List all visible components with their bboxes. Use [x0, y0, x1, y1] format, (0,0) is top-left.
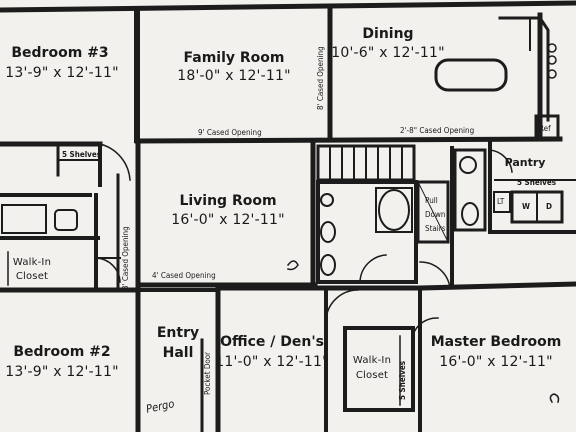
bedroom3-name: Bedroom #3 — [11, 45, 109, 61]
entry-hall-name-line2: Hall — [162, 345, 194, 361]
pull-down-stairs-2: Down — [425, 210, 446, 219]
dining-dims: 10'-6" x 12'-11" — [331, 45, 445, 61]
family-room-dims: 18'-0" x 12'-11" — [177, 68, 291, 84]
pocket-door-note: Pocket Door — [203, 351, 212, 395]
living-room-name: Living Room — [179, 193, 277, 209]
walkin-left-line1: Walk-In — [12, 257, 52, 268]
office-dims: 11'-0" x 12'-11" — [215, 354, 329, 370]
cased-opening-8: 8' Cased Opening — [316, 46, 325, 110]
walkin-mid-line2: Closet — [355, 370, 389, 381]
family-room-name: Family Room — [183, 50, 285, 66]
cased-opening-4: 4' Cased Opening — [152, 271, 216, 280]
wall-top — [0, 0, 576, 13]
dryer-label: D — [546, 202, 552, 211]
walkin-left-line2: Closet — [15, 271, 49, 282]
bedroom3-dims: 13'-9" x 12'-11" — [5, 65, 119, 81]
master-bedroom-name: Master Bedroom — [430, 334, 562, 350]
office-name: Office / Den's — [220, 334, 324, 350]
lt-label: LT — [497, 197, 505, 206]
cased-opening-9: 9' Cased Opening — [198, 128, 262, 137]
living-room-dims: 16'-0" x 12'-11" — [171, 212, 285, 228]
cased-opening-2-8: 2'-8" Cased Opening — [400, 126, 475, 135]
master-bedroom-dims: 16'-0" x 12'-11" — [439, 354, 553, 370]
bedroom2-dims: 13'-9" x 12'-11" — [5, 364, 119, 380]
bedroom2-name: Bedroom #2 — [13, 344, 111, 360]
shelves-note-walkin: 5 Shelves — [398, 360, 407, 400]
dining-name: Dining — [362, 26, 414, 42]
ref-note: Ref — [539, 124, 551, 133]
pull-down-stairs-3: Stairs — [425, 224, 446, 233]
cased-opening-3: 3' Cased Opening — [121, 226, 130, 290]
entry-hall-name-line1: Entry — [156, 325, 200, 341]
shelves-note-left: 5 Shelves — [62, 150, 102, 159]
washer-label: W — [522, 202, 530, 211]
walkin-mid-line1: Walk-In — [352, 355, 392, 366]
pull-down-stairs-1: Pull — [425, 196, 438, 205]
pantry-name: Pantry — [504, 156, 546, 169]
wall-family-living — [134, 136, 563, 144]
shelves-note-pantry: 5 Shelves — [517, 178, 557, 187]
